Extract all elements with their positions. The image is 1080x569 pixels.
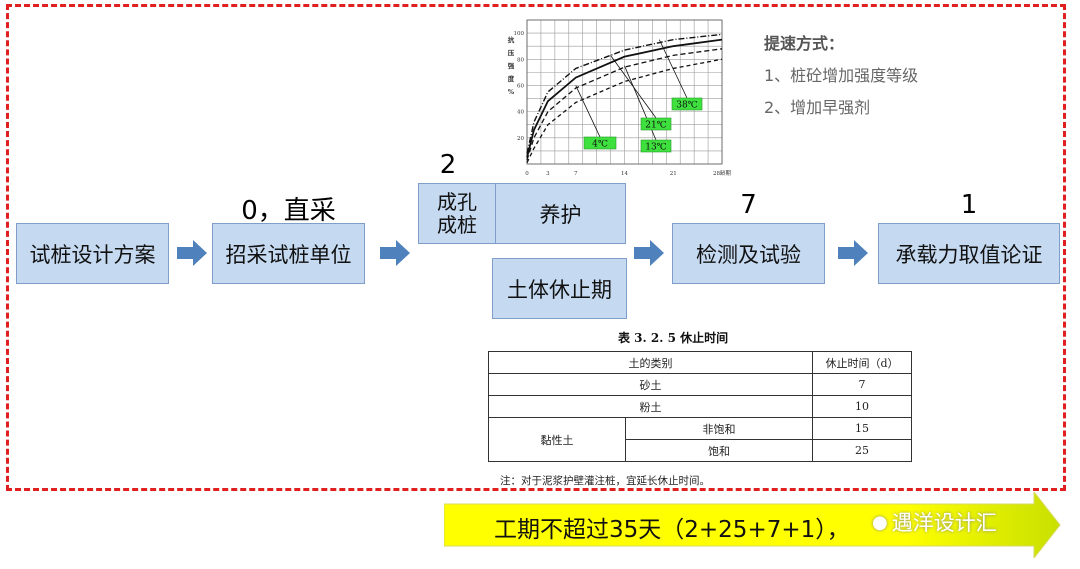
method-item: 2、增加早强剂 — [764, 98, 871, 117]
table-caption: 表 3. 2. 5 休止时间 — [618, 331, 729, 345]
table-cell: 10 — [812, 395, 912, 418]
table-note: 注：对于泥浆护壁灌注桩，宜延长休止时间。 — [500, 475, 710, 487]
table-cell: 饱和 — [624, 439, 814, 462]
table-cell: 黏性土 — [488, 417, 626, 462]
y-tick-label: 60 — [517, 83, 524, 89]
table-header-cell: 土的类别 — [487, 351, 814, 374]
step-label: 成孔 成桩 — [437, 189, 477, 237]
series-line — [526, 38, 723, 158]
series-label: 4℃ — [592, 140, 608, 150]
x-tick-label: 0 — [525, 171, 529, 177]
x-tick-label: 3 — [546, 171, 550, 177]
table-header-row: 土的类别 休止时间（d） — [487, 351, 912, 374]
arrow-icon — [380, 240, 410, 266]
arrow-icon — [838, 240, 868, 266]
step-duration-label: 1 — [960, 190, 978, 220]
step-duration-label: 7 — [740, 190, 757, 220]
methods-title: 提速方式： — [764, 34, 845, 53]
step-label: 土体休止期 — [507, 277, 612, 302]
flow-step-bearing-capacity: 承载力取值论证 — [878, 223, 1060, 284]
table-row: 砂土 7 — [487, 373, 912, 396]
dashed-frame — [6, 4, 1066, 491]
y-axis-label: 抗 — [508, 35, 515, 44]
series-label: 13℃ — [645, 143, 667, 153]
x-tick-label: 14 — [621, 171, 628, 177]
flow-step-curing: 养护 — [495, 183, 626, 244]
rest-time-table: 土的类别 休止时间（d） 砂土 7 粉土 10 黏性土 非饱和 15 饱和 25 — [487, 351, 912, 462]
series-tag — [640, 139, 672, 153]
flow-step-soil-rest: 土体休止期 — [492, 258, 627, 319]
watermark: ● 遇洋设计汇 — [872, 507, 997, 537]
flow-step-testing: 检测及试验 — [672, 223, 825, 284]
x-tick-label: 7 — [574, 171, 578, 177]
arrow-icon — [634, 240, 664, 266]
table-header-cell: 休止时间（d） — [812, 351, 912, 374]
y-axis-label: 强 — [508, 62, 515, 70]
y-axis-label: 压 — [508, 48, 515, 57]
step-label: 试桩设计方案 — [29, 242, 156, 267]
step-duration-label: 0，直采 — [241, 196, 336, 226]
table-row: 粉土 10 — [487, 395, 912, 418]
series-line — [526, 48, 723, 161]
flow-step-boring: 成孔 成桩 — [418, 183, 496, 244]
plot-frame — [526, 19, 723, 165]
schedule-banner: 工期不超过35天（2+25+7+1）， — [444, 492, 1066, 558]
table-cell: 砂土 — [487, 373, 814, 396]
x-tick-label: 28龄期 — [713, 169, 731, 177]
table-cell: 7 — [812, 373, 912, 396]
step-label: 养护 — [539, 202, 582, 227]
table-cell: 25 — [812, 439, 912, 462]
table-cell: 粉土 — [487, 395, 814, 418]
step-label: 承载力取值论证 — [895, 242, 1043, 267]
watermark-text: 遇洋设计汇 — [891, 511, 997, 535]
y-tick-label: 100 — [514, 31, 525, 37]
step-label: 招采试桩单位 — [225, 242, 352, 267]
wechat-icon: ● — [872, 511, 888, 533]
leader-line — [575, 85, 601, 138]
y-tick-label: 40 — [517, 110, 524, 116]
table-row: 黏性土 非饱和 15 — [488, 417, 912, 462]
step-duration-label: 2 — [439, 150, 457, 180]
banner-arrow-shape — [444, 492, 1061, 558]
y-axis-label: 度 — [508, 74, 515, 83]
series-label: 38℃ — [676, 101, 698, 111]
flow-step-procure-unit: 招采试桩单位 — [212, 223, 365, 284]
series-tag — [583, 136, 617, 150]
y-tick-label: 80 — [517, 57, 524, 63]
series-tag — [640, 117, 672, 131]
series-line — [526, 33, 723, 154]
flow-step-trial-design: 试桩设计方案 — [16, 223, 169, 284]
series-label: 21℃ — [645, 121, 667, 131]
speedup-methods: 提速方式： 1、桩砼增加强度等级 2、增加早强剂 — [764, 28, 918, 124]
leader-line — [658, 39, 688, 99]
banner-text: 工期不超过35天（2+25+7+1）， — [494, 517, 850, 543]
y-axis-label: % — [508, 88, 515, 96]
method-item: 1、桩砼增加强度等级 — [764, 66, 919, 85]
table-cell: 非饱和 — [624, 417, 814, 440]
y-tick-label: 20 — [517, 136, 524, 142]
table-row: 饱和 25 — [489, 439, 912, 462]
x-tick-label: 21 — [670, 171, 677, 177]
step-label: 检测及试验 — [696, 242, 801, 267]
series-tag — [671, 97, 703, 111]
arrow-icon — [177, 240, 207, 266]
table-cell: 15 — [812, 417, 912, 440]
